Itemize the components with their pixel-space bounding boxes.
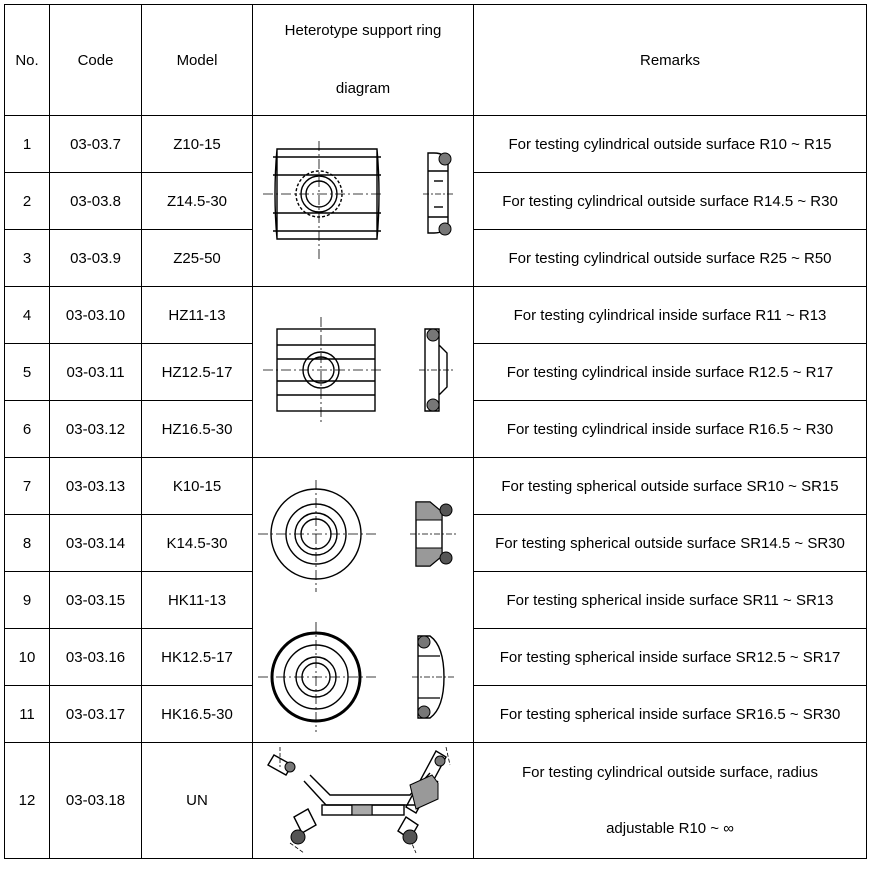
cell-model: HZ12.5-17 (141, 343, 253, 401)
cell-code: 03-03.15 (49, 571, 142, 629)
cell-model: HK12.5-17 (141, 628, 253, 686)
table-row: 8 03-03.14 K14.5-30 For testing spherica… (4, 514, 867, 572)
header-diagram-line1: Heterotype support ring (284, 22, 442, 39)
cell-model: HZ16.5-30 (141, 400, 253, 458)
cell-model: HZ11-13 (141, 286, 253, 344)
cylindrical-outside-ring-icon (263, 141, 455, 259)
cell-model: Z10-15 (141, 115, 253, 173)
cell-code: 03-03.10 (49, 286, 142, 344)
cell-code: 03-03.12 (49, 400, 142, 458)
cell-no: 7 (4, 457, 50, 515)
cell-remarks: For testing spherical inside surface SR1… (473, 628, 867, 686)
cell-model: HK11-13 (141, 571, 253, 629)
spherical-outside-ring-icon (258, 480, 458, 592)
diagram-cell (252, 742, 474, 859)
table-row: 7 03-03.13 K10-15 (4, 457, 867, 743)
cell-no: 8 (4, 514, 50, 572)
header-code: Code (49, 4, 142, 116)
cell-model: Z25-50 (141, 229, 253, 287)
cell-model: UN (141, 742, 253, 859)
cell-model: Z14.5-30 (141, 172, 253, 230)
cell-remarks: For testing cylindrical inside surface R… (473, 286, 867, 344)
cell-code: 03-03.8 (49, 172, 142, 230)
cell-no: 12 (4, 742, 50, 859)
spherical-inside-ring-icon (258, 622, 456, 732)
header-diagram: Heterotype support ring diagram (252, 4, 474, 116)
cell-code: 03-03.9 (49, 229, 142, 287)
cell-code: 03-03.13 (49, 457, 142, 515)
table-row: 5 03-03.11 HZ12.5-17 For testing cylindr… (4, 343, 867, 401)
cell-remarks: For testing spherical inside surface SR1… (473, 685, 867, 743)
table-row: 10 03-03.16 HK12.5-17 For testing spheri… (4, 628, 867, 686)
cell-remarks: For testing spherical outside surface SR… (473, 514, 867, 572)
cell-no: 3 (4, 229, 50, 287)
cell-no: 1 (4, 115, 50, 173)
cell-no: 6 (4, 400, 50, 458)
cell-remarks: For testing spherical outside surface SR… (473, 457, 867, 515)
diagram-cell (252, 286, 474, 458)
cell-code: 03-03.14 (49, 514, 142, 572)
adjustable-support-icon (267, 746, 451, 853)
cell-code: 03-03.18 (49, 742, 142, 859)
table-row: 4 03-03.10 HZ11-13 For testing cylindric (4, 286, 867, 458)
table-row: 6 03-03.12 HZ16.5-30 For testing cylindr… (4, 400, 867, 458)
cylindrical-inside-ring-icon (263, 317, 455, 425)
header-row: No. Code Model Heterotype support ring d… (4, 4, 867, 116)
header-remarks: Remarks (473, 4, 867, 116)
table-row: 12 03-03.18 UN (4, 742, 867, 859)
cell-no: 9 (4, 571, 50, 629)
cell-no: 10 (4, 628, 50, 686)
table-row: 1 03-03.7 Z10-15 (4, 115, 867, 287)
cell-code: 03-03.7 (49, 115, 142, 173)
header-no: No. (4, 4, 50, 116)
diagram-cell (252, 457, 474, 743)
cell-remarks-line1: For testing cylindrical outside surface,… (522, 763, 818, 781)
header-model: Model (141, 4, 253, 116)
cell-code: 03-03.17 (49, 685, 142, 743)
cell-remarks: For testing cylindrical outside surface … (473, 229, 867, 287)
table-row: 3 03-03.9 Z25-50 For testing cylindrical… (4, 229, 867, 287)
cell-code: 03-03.16 (49, 628, 142, 686)
cell-model: K14.5-30 (141, 514, 253, 572)
cell-model: HK16.5-30 (141, 685, 253, 743)
cell-remarks: For testing cylindrical outside surface … (473, 172, 867, 230)
cell-no: 11 (4, 685, 50, 743)
diagram-cell (252, 115, 474, 287)
cell-remarks: For testing cylindrical inside surface R… (473, 343, 867, 401)
cell-no: 4 (4, 286, 50, 344)
cell-no: 5 (4, 343, 50, 401)
header-diagram-line2: diagram (335, 80, 391, 97)
cell-remarks: For testing cylindrical outside surface … (473, 115, 867, 173)
table-row: 2 03-03.8 Z14.5-30 For testing cylindric… (4, 172, 867, 230)
cell-model: K10-15 (141, 457, 253, 515)
table-row: 9 03-03.15 HK11-13 For testing spherical… (4, 571, 867, 629)
cell-remarks-line2: adjustable R10 ~ ∞ (606, 819, 734, 837)
cell-remarks: For testing cylindrical inside surface R… (473, 400, 867, 458)
table-row: 11 03-03.17 HK16.5-30 For testing spheri… (4, 685, 867, 743)
cell-remarks: For testing cylindrical outside surface,… (473, 742, 867, 859)
cell-code: 03-03.11 (49, 343, 142, 401)
support-ring-table: No. Code Model Heterotype support ring d… (4, 4, 867, 859)
cell-no: 2 (4, 172, 50, 230)
cell-remarks: For testing spherical inside surface SR1… (473, 571, 867, 629)
